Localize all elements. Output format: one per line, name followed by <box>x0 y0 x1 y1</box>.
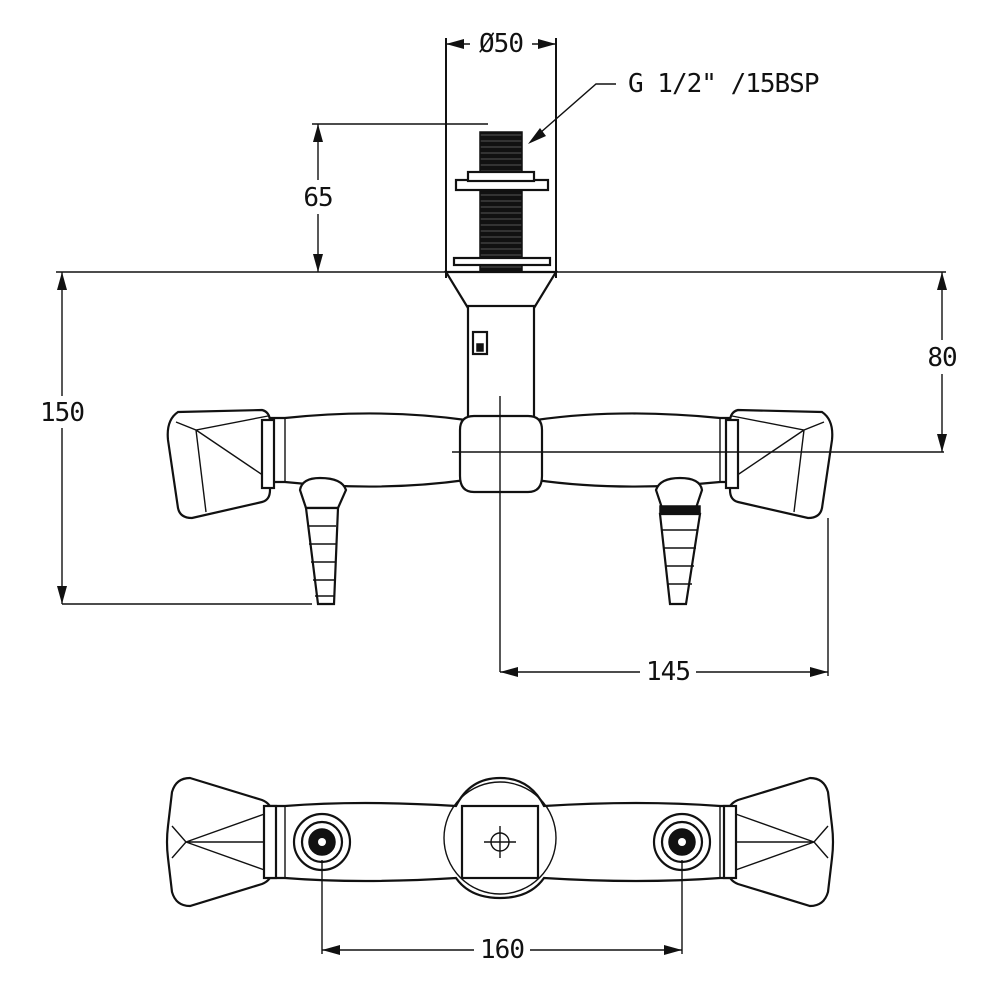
dimension-thread-callout: G 1/2" /15BSP <box>528 69 820 144</box>
right-outlet-nozzle <box>654 476 704 606</box>
diameter-label: Ø50 <box>479 29 523 59</box>
threaded-shank <box>452 131 552 273</box>
dimension-outlet-spacing: 160 <box>321 860 683 965</box>
washer-top <box>466 170 536 183</box>
half-width-label: 145 <box>646 657 690 687</box>
diameter-extension-lines <box>445 38 557 278</box>
outlet-ring <box>659 505 701 515</box>
left-outlet-nozzle <box>298 476 348 606</box>
plan-right-handle <box>722 776 835 908</box>
label-mark <box>476 343 484 352</box>
washer-bottom <box>452 256 552 267</box>
vertical-stem <box>466 304 536 422</box>
body-flange <box>444 270 558 310</box>
right-handle <box>724 408 834 520</box>
left-handle <box>166 408 276 520</box>
outlet-height-label: 80 <box>927 343 956 373</box>
outlet-spacing-label: 160 <box>480 935 524 965</box>
plan-hub-ring <box>443 781 557 895</box>
total-height-label: 150 <box>40 398 84 428</box>
dimension-outlet-height: 80 <box>918 272 966 452</box>
plan-view <box>165 776 835 908</box>
central-hub <box>458 414 544 494</box>
thread-label: G 1/2" /15BSP <box>628 69 819 99</box>
shank-length-label: 65 <box>303 183 332 213</box>
dimension-shank-length: 65 <box>56 123 946 273</box>
dimension-diameter: Ø50 <box>446 28 556 59</box>
plan-left-handle <box>165 776 278 908</box>
dimension-total-height: 150 <box>34 272 312 605</box>
dimension-half-width: 145 <box>500 518 829 687</box>
plan-left-outlet <box>292 812 352 872</box>
front-elevation <box>166 38 944 672</box>
centre-line <box>452 396 944 672</box>
